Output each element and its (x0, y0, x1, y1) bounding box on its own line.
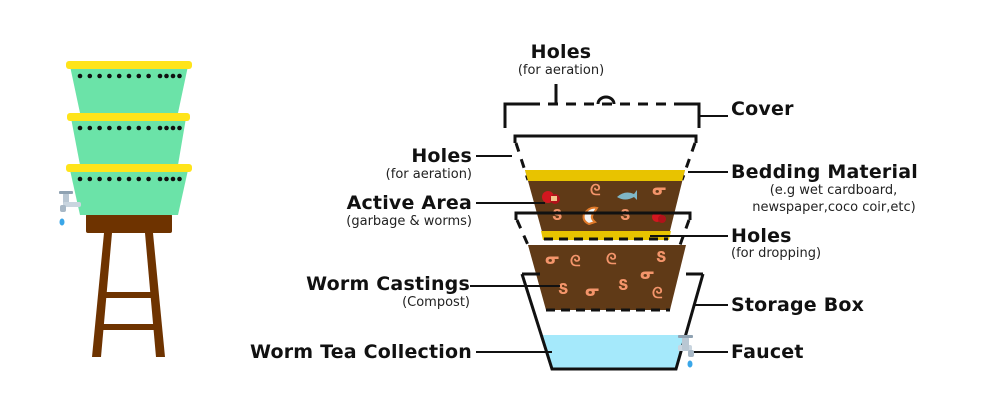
active-area-contents (525, 170, 685, 241)
aeration-hole (97, 125, 102, 131)
aeration-hole (157, 73, 163, 79)
bedding-layer (525, 170, 685, 181)
label-bedding-sub2: newspaper,coco coir,etc) (752, 200, 916, 215)
label-holes-top-sub: (for aeration) (517, 63, 605, 78)
label-bedding: Bedding Material (731, 161, 918, 183)
aeration-hole (164, 125, 169, 131)
aeration-hole (77, 125, 83, 131)
aeration-hole (97, 176, 102, 182)
label-faucet: Faucet (731, 341, 804, 363)
worm-icon: Տ (552, 206, 562, 224)
faucet-icon (678, 335, 694, 368)
cover (503, 84, 728, 128)
castings-contents (528, 245, 686, 312)
bin-top (66, 61, 192, 113)
aeration-hole (146, 73, 151, 79)
faucet-icon-left (59, 191, 81, 226)
worm-icon: ᓂ (652, 181, 667, 199)
aeration-hole (170, 125, 176, 131)
lower-tray (476, 171, 728, 246)
label-holes-top: Holes (530, 41, 592, 63)
aeration-hole (170, 73, 176, 79)
label-worm-tea: Worm Tea Collection (249, 341, 472, 363)
stool-rung-lower (101, 324, 155, 330)
aeration-hole (87, 73, 93, 79)
stool-rung-upper (104, 292, 152, 298)
aeration-hole (126, 73, 132, 79)
stool-seat (86, 214, 172, 233)
aeration-hole (146, 176, 151, 182)
worm-icon: ᓂ (585, 282, 600, 300)
aeration-hole (107, 125, 112, 131)
aeration-hole (87, 176, 93, 182)
aeration-hole (116, 176, 122, 182)
aeration-hole (107, 176, 112, 182)
label-cover: Cover (731, 98, 794, 120)
fish-scrap-icon (617, 190, 637, 200)
label-holes-side-sub: (for aeration) (385, 167, 472, 182)
bin-middle (67, 113, 190, 165)
aeration-hole (126, 125, 132, 131)
worm-icon: ᘓ (590, 181, 601, 199)
worm-icon: ᘓ (652, 284, 663, 302)
worm-icon: Տ (618, 276, 628, 294)
aeration-hole (177, 176, 182, 182)
stacked-bins-illustration (59, 61, 192, 357)
aeration-hole (136, 73, 142, 79)
aeration-hole (116, 125, 122, 131)
label-holes-drop-sub: (for dropping) (731, 246, 822, 261)
aeration-hole (136, 125, 142, 131)
aeration-hole (77, 73, 83, 79)
aeration-hole (157, 125, 163, 131)
worm-icon: ᘓ (570, 252, 581, 270)
aeration-hole (116, 73, 122, 79)
stool-leg-left (92, 233, 112, 357)
label-worm-castings-sub: (Compost) (402, 295, 470, 310)
aeration-hole (107, 73, 112, 79)
worms-active: ᘓ ᓂ Տ Տ (552, 181, 667, 224)
upper-tray (476, 134, 698, 181)
storage-box (470, 272, 728, 371)
label-storage-box: Storage Box (731, 294, 865, 316)
worm-icon: Տ (558, 280, 568, 298)
aeration-hole (146, 125, 151, 131)
label-holes-drop: Holes (731, 225, 792, 247)
bin-bottom (66, 164, 192, 215)
aeration-hole (157, 176, 163, 182)
aeration-hole (136, 176, 142, 182)
worm-icon: Տ (656, 248, 666, 266)
label-active-area: Active Area (346, 192, 472, 214)
aeration-hole (126, 176, 132, 182)
wooden-stool (86, 214, 172, 357)
label-worm-castings: Worm Castings (306, 273, 470, 295)
aeration-hole (177, 73, 182, 79)
worm-icon: ᘓ (606, 250, 617, 268)
aeration-hole (97, 73, 102, 79)
aeration-hole (170, 176, 176, 182)
worm-icon: ᓂ (640, 265, 655, 283)
worm-bin-cross-section (476, 84, 728, 181)
stool-leg-right (145, 233, 165, 357)
worm-icon: ᓂ (545, 250, 560, 268)
aeration-hole (77, 176, 83, 182)
worm-tea (540, 335, 688, 368)
apple-scrap-icon (542, 191, 560, 204)
aeration-hole (87, 125, 93, 131)
label-active-area-sub: (garbage & worms) (346, 214, 472, 229)
label-bedding-sub1: (e.g wet cardboard, (769, 183, 898, 198)
aeration-hole (177, 125, 182, 131)
aeration-hole (164, 73, 169, 79)
aeration-hole (164, 176, 169, 182)
label-holes-side: Holes (411, 145, 472, 167)
worm-icon: Տ (620, 206, 630, 224)
